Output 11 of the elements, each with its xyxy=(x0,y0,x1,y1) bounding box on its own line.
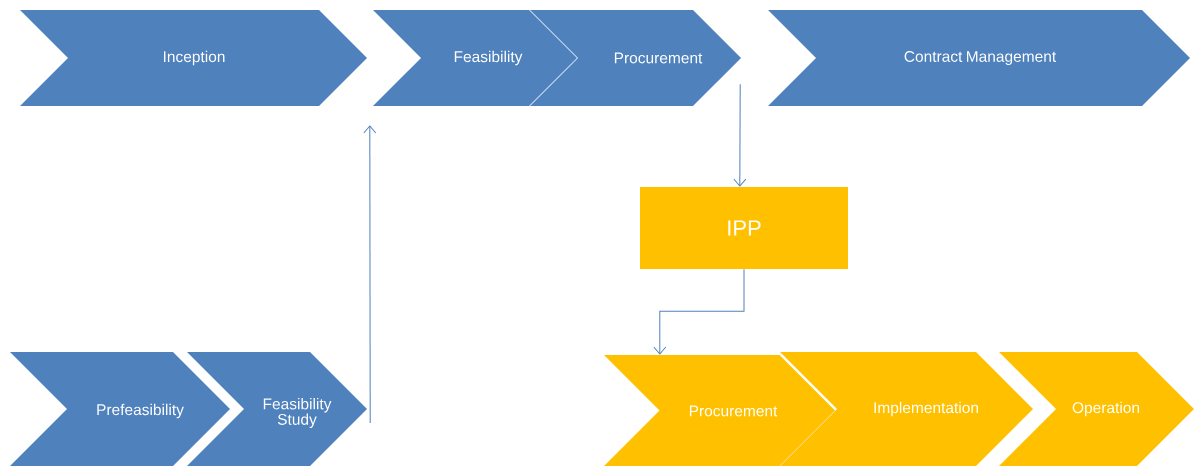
arrow xyxy=(363,125,377,424)
node-label: Implementation xyxy=(874,401,978,417)
arrow xyxy=(653,268,745,355)
node-label: Procurement xyxy=(689,405,778,417)
node-label: Operation xyxy=(1072,401,1140,417)
node-label: Feasibility Study xyxy=(263,398,332,428)
node-label: Feasibility xyxy=(454,50,523,66)
arrow xyxy=(733,83,747,187)
node-label: Procurement xyxy=(614,52,703,64)
node-label: Prefeasibility xyxy=(97,403,184,419)
process-box: IPP xyxy=(640,187,848,269)
